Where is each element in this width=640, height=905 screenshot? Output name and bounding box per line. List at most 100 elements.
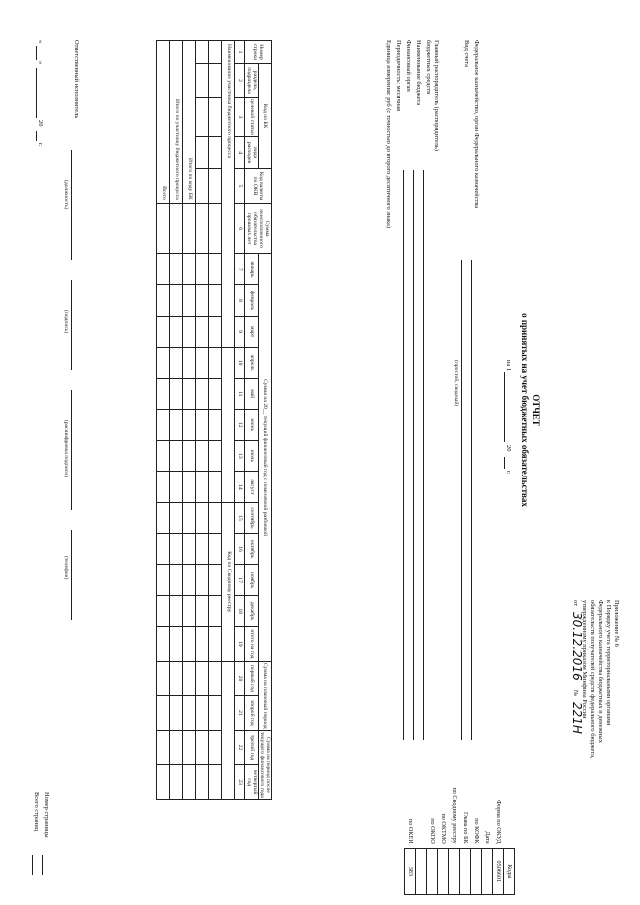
field-budget-name-line[interactable] — [413, 170, 414, 740]
total-participant-label: Итого по участнику бюджетного процесса — [169, 40, 183, 204]
codes-header: Коды — [503, 848, 515, 895]
col-num: 2 — [234, 63, 245, 98]
th-month-8: август — [244, 471, 259, 503]
col-num: 13 — [234, 440, 245, 472]
field-grbs-line[interactable] — [423, 170, 424, 740]
col-num: 14 — [234, 471, 245, 503]
th-line-number: Номер строки — [244, 40, 272, 64]
th-current-year: Сумма на 20__ текущий финансовый год с п… — [258, 253, 272, 662]
obligations-table: Номер строки Код по БК Код валюты по ОКВ… — [156, 40, 272, 800]
col-num: 7 — [234, 253, 245, 285]
field-fk-body-line[interactable] — [471, 260, 472, 740]
code-label-okei: по ОКЕИ — [407, 818, 415, 844]
registry-code-cell[interactable] — [221, 661, 235, 800]
field-fk-body: Федеральное казначейство, орган Федераль… — [473, 40, 480, 209]
col-num: 22 — [234, 730, 245, 765]
th-kbk: Код по БК — [258, 63, 272, 169]
appendix-date: 30.12.2016 — [570, 612, 584, 681]
th-plan-1: первый год — [244, 661, 259, 696]
participant-row: Наименование участника бюджетного процес… — [221, 40, 235, 800]
th-month-9: сентябрь — [244, 502, 259, 534]
code-label-okpo: по ОКПО — [429, 818, 437, 844]
executor-label: Ответственный исполнитель — [73, 40, 80, 119]
footer-day-line[interactable] — [36, 46, 37, 60]
table-row — [195, 40, 209, 800]
code-value-registry[interactable] — [448, 848, 460, 895]
signature-line[interactable] — [71, 280, 72, 370]
field-fin-body: Финансовый орган — [405, 40, 412, 92]
appendix-line-4: обязательств получателей средств федерал… — [589, 600, 596, 759]
phone-line[interactable] — [71, 530, 72, 620]
code-value-oktmo[interactable] — [437, 848, 449, 895]
field-budget-name: Наименование бюджета — [415, 40, 422, 106]
decode-hint: (расшифровка подписи) — [63, 420, 69, 478]
footer-year: 20 — [37, 120, 44, 127]
grand-total-label: Всего — [156, 40, 170, 204]
registry-code-label: Код по Сводному реестру — [221, 502, 235, 662]
col-num: 21 — [234, 695, 245, 731]
col-num: 23 — [234, 764, 245, 800]
col-num: 15 — [234, 502, 245, 534]
col-num: 4 — [234, 136, 245, 169]
report-title: ОТЧЕТ — [531, 394, 541, 426]
th-plan-2: второй год — [244, 695, 259, 731]
column-numbers-row: 1 2 3 4 5 6 7 8 9 10 11 12 13 14 15 16 1… — [234, 40, 245, 800]
col-num: 17 — [234, 564, 245, 596]
position-line[interactable] — [71, 150, 72, 260]
field-periodicity: Периодичность: месячная — [395, 40, 402, 111]
th-month-4: апрель — [244, 347, 259, 379]
code-value-kofk[interactable] — [470, 848, 482, 895]
participant-label: Наименование участника бюджетного процес… — [221, 40, 235, 348]
code-value-chapter[interactable] — [459, 848, 471, 895]
decode-line[interactable] — [71, 390, 72, 510]
total-participant-row: Итого по участнику бюджетного процесса — [169, 40, 183, 800]
report-year-suffix: г. — [505, 471, 512, 475]
code-value-date[interactable] — [481, 848, 493, 895]
th-month-5: май — [244, 378, 259, 410]
th-unfulfilled: Сумма неисполненного обязательства прошл… — [244, 203, 272, 254]
footer-date-quote-close: » — [37, 61, 44, 65]
field-account-type: Вид счета — [463, 40, 470, 67]
grand-total-row: Всего — [156, 40, 170, 800]
code-label-blank — [416, 745, 427, 848]
col-num: 6 — [234, 203, 245, 254]
appendix-line-2: к Порядку учета территориальными органам… — [605, 600, 612, 726]
position-hint: (должность) — [63, 180, 69, 210]
field-fin-body-line[interactable] — [403, 170, 404, 740]
code-value-okpo[interactable] — [426, 848, 438, 895]
page-total-line[interactable] — [32, 855, 33, 875]
participant-name-cell[interactable] — [221, 347, 235, 503]
code-value-okud[interactable]: 0506601 — [492, 848, 504, 895]
field-unit: Единица измерения: руб (с точностью до в… — [385, 40, 392, 228]
page-number-line[interactable] — [42, 855, 43, 875]
phone-hint: (телефон) — [63, 556, 69, 580]
col-num: 16 — [234, 533, 245, 565]
appendix-line-1: Приложение № 6 — [613, 600, 620, 647]
report-date-prefix: на 1 — [505, 360, 512, 372]
th-after-4: четвертый год — [244, 764, 259, 800]
total-kbk-label: Итого по коду БК — [182, 40, 196, 204]
appendix-date-prefix: от — [572, 600, 579, 606]
col-num: 10 — [234, 347, 245, 379]
footer-date-quote: « — [37, 40, 44, 44]
th-section: раздела, подраздела — [244, 63, 259, 98]
footer-month-line[interactable] — [36, 68, 37, 118]
th-currency: Код валюты по ОКВ — [244, 168, 272, 204]
col-num: 20 — [234, 661, 245, 696]
report-date-line — [504, 372, 505, 442]
th-after-3: третий год — [244, 730, 259, 765]
page-total-label: Всего страниц — [33, 792, 40, 832]
th-month-3: март — [244, 316, 259, 348]
col-num: 9 — [234, 316, 245, 348]
th-month-12: декабрь — [244, 595, 259, 627]
table-row — [208, 40, 222, 800]
field-account-type-line[interactable] — [461, 260, 462, 740]
th-month-1: январь — [244, 253, 259, 285]
code-value-okei[interactable]: 383 — [404, 848, 416, 895]
footer-year-suffix: г. — [37, 143, 44, 147]
th-month-2: февраль — [244, 284, 259, 317]
code-value-blank[interactable] — [415, 848, 427, 895]
footer-year-line[interactable] — [36, 131, 37, 141]
